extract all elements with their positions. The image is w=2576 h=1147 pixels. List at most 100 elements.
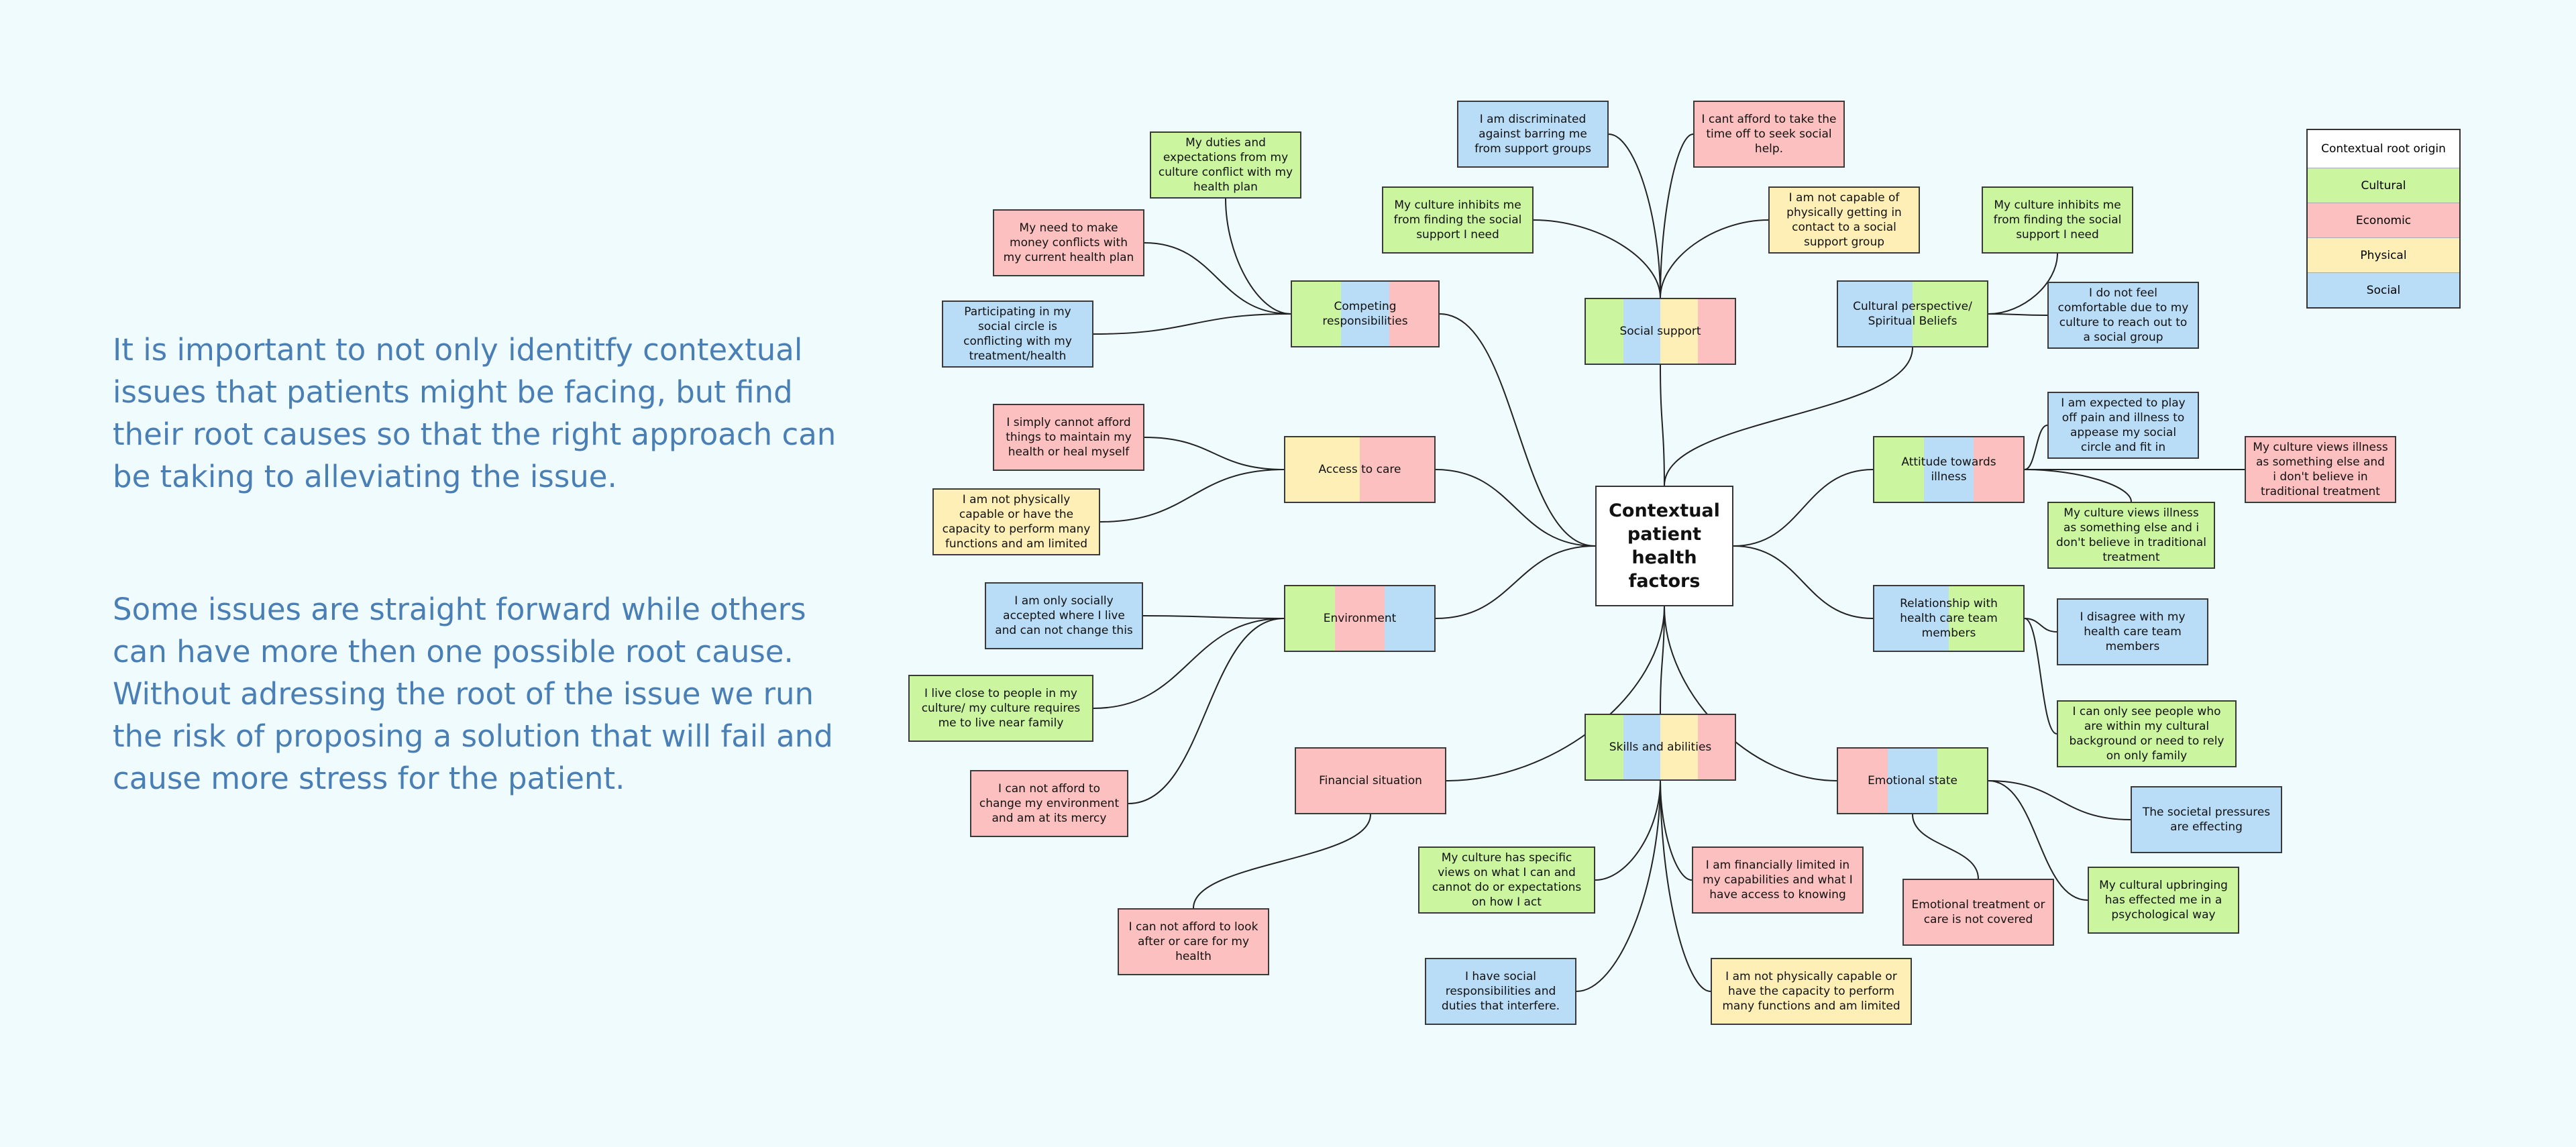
connector-f1 bbox=[1193, 814, 1371, 909]
root-stripe-cultural bbox=[1285, 586, 1335, 651]
connector-c2 bbox=[1144, 242, 1291, 315]
root-stripe-economic bbox=[1296, 749, 1445, 813]
connector-r1 bbox=[2024, 618, 2057, 633]
cause-note[interactable]: I am not physically capable or have the … bbox=[1711, 958, 1912, 1025]
legend: Contextual root origin Cultural Economic… bbox=[2306, 129, 2461, 309]
category-social-support[interactable]: Social support bbox=[1585, 298, 1736, 365]
cause-note[interactable]: I do not feel comfortable due to my cult… bbox=[2047, 282, 2199, 349]
root-stripe-cultural bbox=[1949, 586, 2023, 651]
cause-note[interactable]: My need to make money conflicts with my … bbox=[993, 209, 1144, 276]
root-stripe-social bbox=[1623, 715, 1660, 779]
root-stripe-physical bbox=[1660, 299, 1698, 364]
category-financial-situation[interactable]: Financial situation bbox=[1295, 747, 1446, 814]
category-label: Environment bbox=[1323, 612, 1397, 625]
connector-m1 bbox=[1988, 780, 2131, 820]
connector-cultural_perspective bbox=[1664, 347, 1913, 486]
category-label: Relationship with health care team membe… bbox=[1900, 597, 1998, 640]
category-emotional-state[interactable]: Emotional state bbox=[1837, 747, 1988, 814]
root-stripe-economic bbox=[1389, 282, 1438, 346]
connector-a2 bbox=[1099, 469, 1285, 523]
cause-note[interactable]: I cant afford to take the time off to se… bbox=[1693, 101, 1845, 168]
category-environment[interactable]: Environment bbox=[1284, 585, 1436, 652]
connector-k3 bbox=[1576, 780, 1661, 992]
root-origin-stripes bbox=[1838, 749, 1987, 813]
legend-item-economic: Economic bbox=[2308, 203, 2459, 237]
central-topic[interactable]: Contextual patient health factors bbox=[1595, 486, 1733, 606]
cause-note[interactable]: I live close to people in my culture/ my… bbox=[908, 675, 1093, 742]
root-stripe-social bbox=[1838, 282, 1913, 346]
cause-note[interactable]: My duties and expectations from my cultu… bbox=[1150, 131, 1301, 199]
legend-item-physical: Physical bbox=[2308, 237, 2459, 272]
category-label: Emotional state bbox=[1868, 774, 1957, 787]
connector-competing bbox=[1439, 313, 1596, 547]
cause-note[interactable]: I am financially limited in my capabilit… bbox=[1692, 846, 1864, 914]
category-label: Skills and abilities bbox=[1609, 741, 1712, 754]
category-competing-responsibilities[interactable]: Competing responsibilities bbox=[1291, 280, 1440, 347]
cause-note[interactable]: My culture has specific views on what I … bbox=[1418, 846, 1595, 914]
connector-m2 bbox=[1912, 814, 1979, 879]
root-stripe-economic bbox=[1697, 299, 1735, 364]
root-origin-stripes bbox=[1586, 715, 1735, 779]
root-stripe-cultural bbox=[1586, 299, 1623, 364]
cause-note[interactable]: I disagree with my health care team memb… bbox=[2057, 598, 2208, 665]
root-stripe-social bbox=[1924, 437, 1974, 502]
root-stripe-social bbox=[1623, 299, 1660, 364]
connector-e3 bbox=[1128, 618, 1285, 804]
connector-e2 bbox=[1093, 618, 1285, 709]
connector-r2 bbox=[2024, 618, 2057, 734]
category-attitude-towards-illness[interactable]: Attitude towards illness bbox=[1873, 436, 2025, 503]
category-relationship-with-team[interactable]: Relationship with health care team membe… bbox=[1873, 585, 2025, 652]
root-origin-stripes bbox=[1586, 299, 1735, 364]
connector-c1 bbox=[1225, 198, 1291, 315]
root-stripe-cultural bbox=[1874, 437, 1924, 502]
connector-e1 bbox=[1142, 615, 1285, 619]
connector-relationship bbox=[1733, 545, 1874, 619]
cause-note[interactable]: My culture views illness as something el… bbox=[2245, 436, 2396, 503]
legend-item-cultural: Cultural bbox=[2308, 168, 2459, 203]
cause-note[interactable]: My cultural upbringing has effected me i… bbox=[2088, 867, 2239, 934]
connector-access bbox=[1435, 469, 1596, 547]
connector-s3 bbox=[1533, 219, 1661, 298]
cause-note[interactable]: I am not physically capable or have the … bbox=[932, 488, 1100, 555]
connector-skills bbox=[1660, 606, 1665, 714]
root-stripe-social bbox=[1340, 282, 1390, 346]
category-label: Financial situation bbox=[1319, 774, 1422, 787]
cause-note[interactable]: I am not capable of physically getting i… bbox=[1768, 186, 1920, 254]
root-stripe-social bbox=[1385, 586, 1434, 651]
cause-note[interactable]: Participating in my social circle is con… bbox=[942, 301, 1093, 368]
connector-k1 bbox=[1595, 780, 1661, 881]
cause-note[interactable]: I am expected to play off pain and illne… bbox=[2047, 392, 2199, 459]
root-stripe-economic bbox=[1360, 437, 1434, 502]
connector-p1 bbox=[1988, 253, 2058, 315]
connector-c3 bbox=[1093, 313, 1291, 335]
cause-note[interactable]: I can not afford to look after or care f… bbox=[1118, 908, 1269, 975]
connector-m3 bbox=[1988, 780, 2088, 901]
root-stripe-physical bbox=[1285, 437, 1360, 502]
cause-note[interactable]: My culture views illness as something el… bbox=[2047, 502, 2215, 569]
category-label: Attitude towards illness bbox=[1901, 455, 1996, 484]
root-stripe-cultural bbox=[1913, 282, 1987, 346]
intro-paragraph-2: Some issues are straight forward while o… bbox=[113, 592, 833, 796]
cause-note[interactable]: I have social responsibilities and dutie… bbox=[1425, 958, 1576, 1025]
cause-note[interactable]: The societal pressures are effecting bbox=[2131, 786, 2282, 853]
connector-s2 bbox=[1660, 133, 1694, 298]
category-cultural-perspective[interactable]: Cultural perspective/ Spiritual Beliefs bbox=[1837, 280, 1988, 347]
connector-s1 bbox=[1608, 133, 1661, 298]
category-label: Access to care bbox=[1318, 463, 1401, 476]
cause-note[interactable]: I can not afford to change my environmen… bbox=[970, 770, 1128, 837]
category-access-to-care[interactable]: Access to care bbox=[1284, 436, 1436, 503]
root-origin-stripes bbox=[1874, 586, 2023, 651]
root-origin-stripes bbox=[1296, 749, 1445, 813]
intro-paragraph-1: It is important to not only identitfy co… bbox=[113, 332, 837, 494]
cause-note[interactable]: My culture inhibits me from finding the … bbox=[1982, 186, 2133, 254]
root-stripe-social bbox=[1888, 749, 1937, 813]
root-origin-stripes bbox=[1292, 282, 1438, 346]
cause-note[interactable]: I simply cannot afford things to maintai… bbox=[993, 404, 1144, 471]
cause-note[interactable]: I am discriminated against barring me fr… bbox=[1457, 101, 1609, 168]
cause-note[interactable]: I am only socially accepted where I live… bbox=[985, 582, 1143, 649]
cause-note[interactable]: My culture inhibits me from finding the … bbox=[1382, 186, 1534, 254]
cause-note[interactable]: I can only see people who are within my … bbox=[2057, 700, 2237, 767]
cause-note[interactable]: Emotional treatment or care is not cover… bbox=[1902, 879, 2054, 946]
category-skills-and-abilities[interactable]: Skills and abilities bbox=[1585, 714, 1736, 781]
root-stripe-economic bbox=[1697, 715, 1735, 779]
